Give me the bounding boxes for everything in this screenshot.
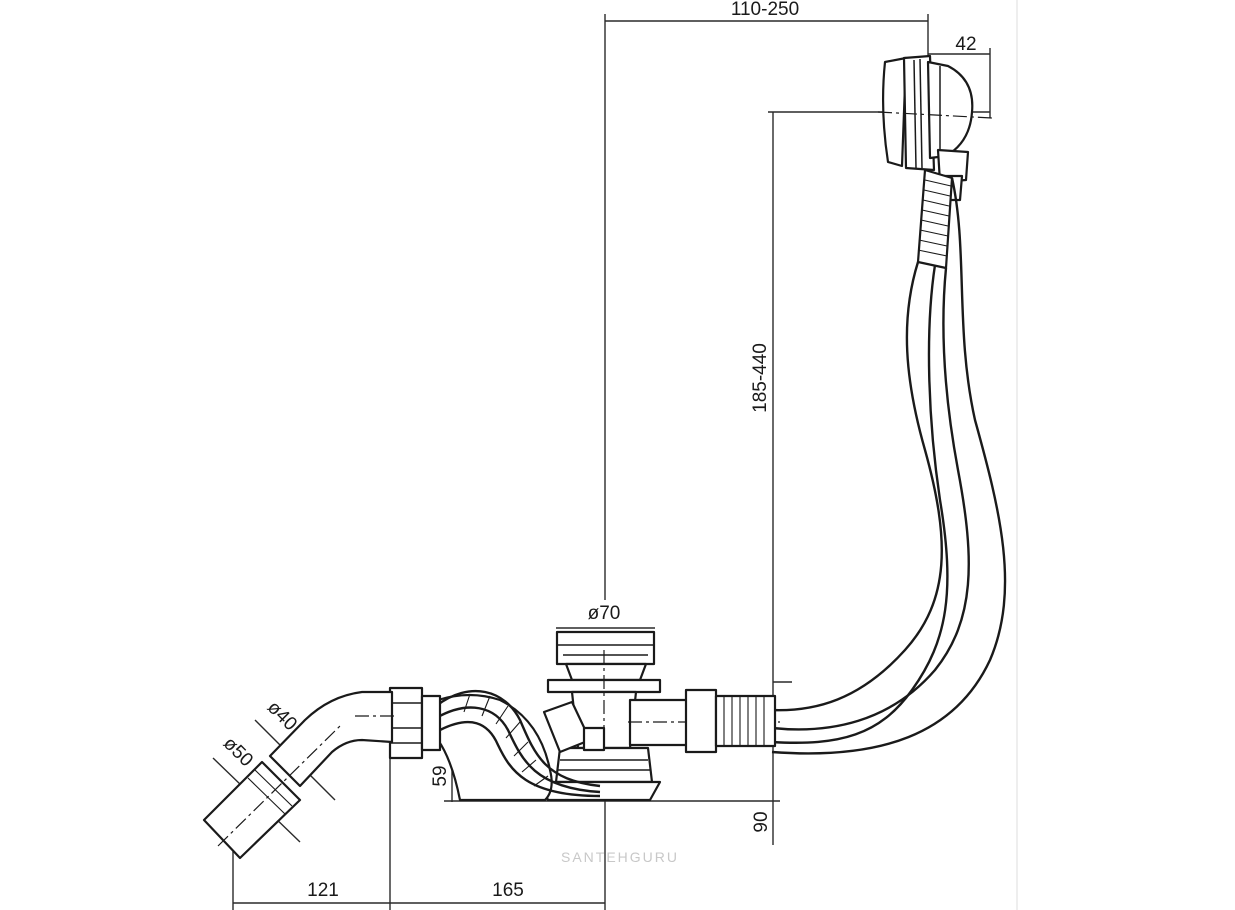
dim-drain-height: 90 (751, 811, 772, 832)
dim-overflow-offset: 110-250 (731, 0, 799, 20)
trap-ribs (463, 693, 549, 787)
dim-height-range: 185-440 (750, 343, 771, 413)
dim-trap-height: 59 (430, 765, 451, 786)
overflow-head (877, 54, 993, 202)
dim-outlet-offset: 121 (307, 880, 339, 901)
overflow-connector (542, 688, 780, 754)
outlet-elbow (202, 686, 442, 860)
hose-ribs (917, 179, 952, 257)
sleeve-ribs (247, 769, 293, 815)
dim-drain-diameter: ø70 (588, 603, 621, 624)
siphon-trap (435, 689, 601, 802)
watermark: SANTEHGURU (561, 849, 679, 865)
connector-threads (723, 697, 765, 745)
overflow-hoses (769, 168, 1007, 755)
dim-overflow-width: 42 (955, 34, 976, 55)
dim-outer-pipe-diameter: ø50 (219, 733, 257, 771)
dim-trap-length: 165 (492, 880, 524, 901)
